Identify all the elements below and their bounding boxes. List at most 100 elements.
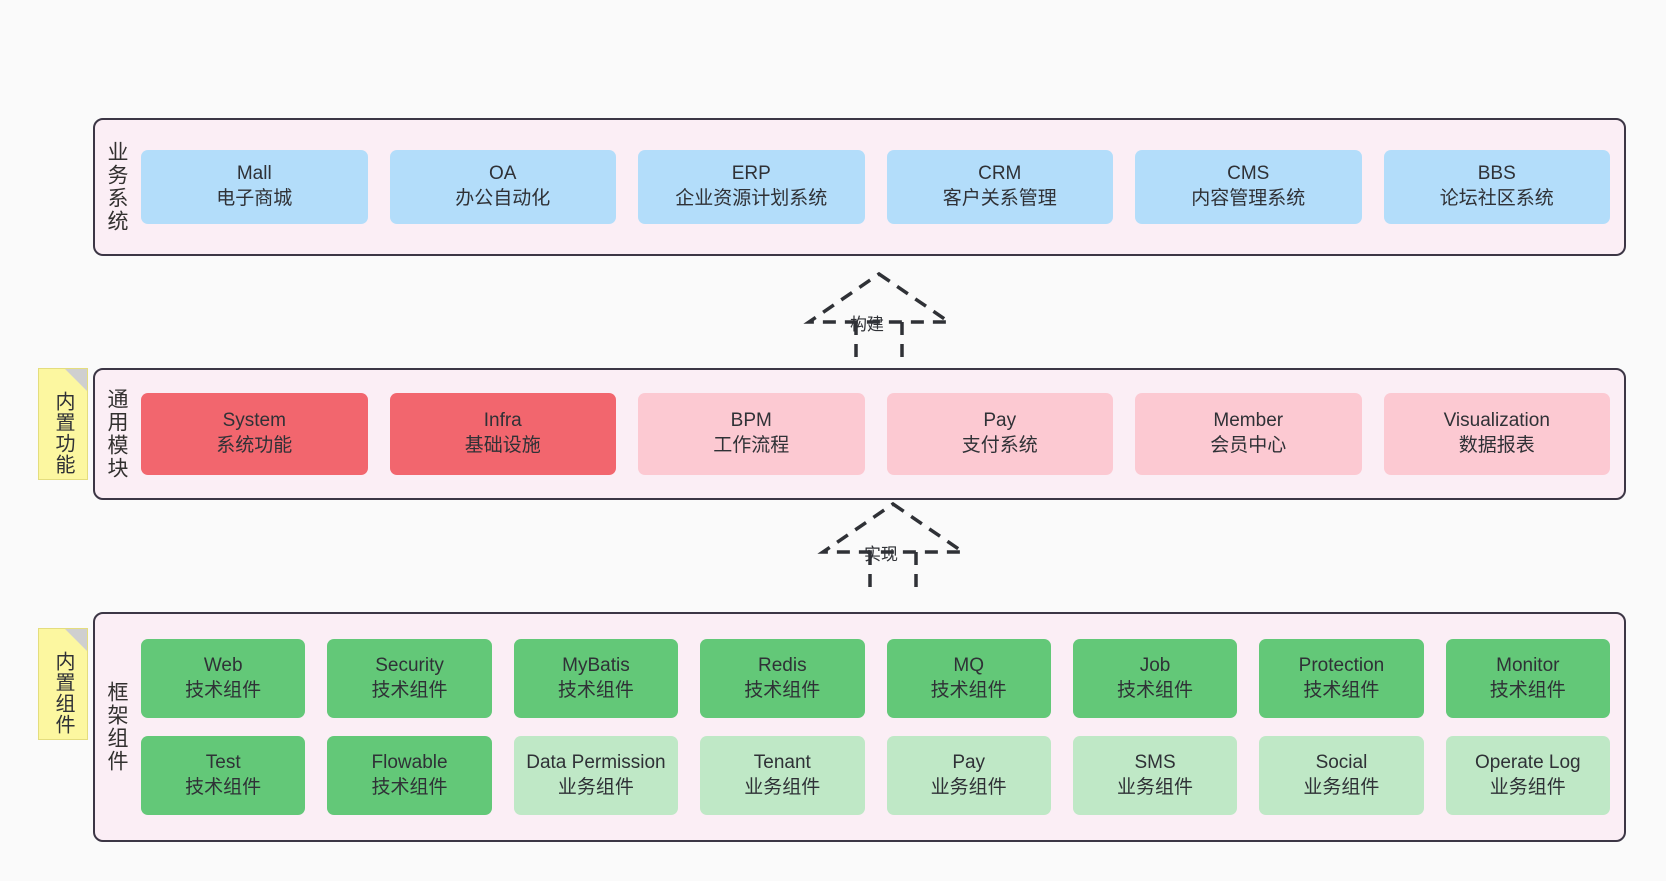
connector-build-label: 构建 [850, 315, 884, 334]
box-bpm[interactable]: BPM 工作流程 [638, 393, 865, 475]
layer-body-modules: System 系统功能 Infra 基础设施 BPM 工作流程 Pay 支付系统… [137, 370, 1624, 498]
box-protection[interactable]: Protection 技术组件 [1259, 639, 1424, 718]
box-subtitle: 客户关系管理 [942, 188, 1057, 209]
box-cms[interactable]: CMS 内容管理系统 [1135, 150, 1362, 224]
box-test[interactable]: Test 技术组件 [141, 736, 306, 815]
box-title: MQ [953, 654, 984, 676]
box-title: Data Permission [526, 751, 666, 773]
box-sms[interactable]: SMS 业务组件 [1072, 736, 1238, 815]
box-title: ERP [731, 163, 771, 185]
box-subtitle: 技术组件 [1489, 679, 1566, 701]
box-member[interactable]: Member 会员中心 [1135, 393, 1362, 475]
box-subtitle: 基础设施 [464, 435, 541, 456]
box-title: Member [1213, 410, 1284, 432]
box-subtitle: 数据报表 [1458, 435, 1535, 456]
box-security[interactable]: Security 技术组件 [327, 639, 492, 718]
layer-framework-components: 框架组件 Web 技术组件 Security 技术组件 MyBatis 技术组件… [93, 612, 1626, 842]
box-title: Redis [758, 654, 807, 676]
box-infra[interactable]: Infra 基础设施 [389, 393, 616, 475]
box-title: SMS [1134, 751, 1176, 773]
box-mybatis[interactable]: MyBatis 技术组件 [513, 639, 679, 718]
box-title: Web [203, 654, 243, 676]
implement-arrow-icon [817, 501, 969, 596]
box-operate-log[interactable]: Operate Log 业务组件 [1445, 736, 1610, 815]
box-title: Pay [952, 751, 986, 773]
box-mall[interactable]: Mall 电子商城 [141, 150, 368, 224]
box-subtitle: 业务组件 [930, 776, 1007, 798]
layer-business-systems: 业务系统 Mall 电子商城 OA 办公自动化 ERP 企业资源计划系统 CRM… [93, 118, 1626, 256]
box-pay-component[interactable]: Pay 业务组件 [886, 736, 1051, 815]
box-title: BPM [730, 410, 772, 432]
box-subtitle: 会员中心 [1210, 435, 1287, 456]
box-title: OA [489, 163, 517, 185]
box-tenant[interactable]: Tenant 业务组件 [700, 736, 865, 815]
note-text: 内置组件 [52, 651, 74, 735]
layer-title-business: 业务系统 [105, 141, 129, 233]
box-subtitle: 企业资源计划系统 [675, 188, 828, 209]
box-subtitle: 技术组件 [371, 679, 448, 701]
box-title: System [222, 410, 286, 432]
box-subtitle: 论坛社区系统 [1439, 188, 1554, 209]
box-oa[interactable]: OA 办公自动化 [389, 150, 616, 224]
box-title: Monitor [1496, 654, 1560, 676]
box-web[interactable]: Web 技术组件 [141, 639, 306, 718]
box-subtitle: 技术组件 [185, 776, 262, 798]
box-monitor[interactable]: Monitor 技术组件 [1445, 639, 1610, 718]
box-title: Visualization [1443, 410, 1550, 432]
row-modules-0: System 系统功能 Infra 基础设施 BPM 工作流程 Pay 支付系统… [141, 393, 1610, 475]
box-subtitle: 技术组件 [1117, 679, 1194, 701]
box-title: Social [1315, 751, 1368, 773]
box-title: Protection [1298, 654, 1385, 676]
row-framework-0: Web 技术组件 Security 技术组件 MyBatis 技术组件 Redi… [141, 639, 1610, 718]
box-subtitle: 业务组件 [1117, 776, 1194, 798]
layer-body-business: Mall 电子商城 OA 办公自动化 ERP 企业资源计划系统 CRM 客户关系… [137, 120, 1624, 254]
box-erp[interactable]: ERP 企业资源计划系统 [638, 150, 865, 224]
box-title: Infra [483, 410, 522, 432]
box-pay[interactable]: Pay 支付系统 [886, 393, 1113, 475]
box-title: Pay [983, 410, 1017, 432]
box-title: Flowable [371, 751, 448, 773]
build-arrow-icon [803, 271, 955, 366]
box-subtitle: 技术组件 [1303, 679, 1380, 701]
box-subtitle: 办公自动化 [455, 188, 551, 209]
connector-build: 构建 [803, 270, 955, 366]
box-data-permission[interactable]: Data Permission 业务组件 [513, 736, 679, 815]
box-subtitle: 工作流程 [713, 435, 790, 456]
box-redis[interactable]: Redis 技术组件 [700, 639, 865, 718]
box-title: MyBatis [562, 654, 630, 676]
box-job[interactable]: Job 技术组件 [1072, 639, 1238, 718]
box-flowable[interactable]: Flowable 技术组件 [327, 736, 492, 815]
box-subtitle: 系统功能 [216, 435, 293, 456]
box-visualization[interactable]: Visualization 数据报表 [1383, 393, 1610, 475]
layer-body-framework: Web 技术组件 Security 技术组件 MyBatis 技术组件 Redi… [137, 614, 1624, 840]
box-subtitle: 业务组件 [1303, 776, 1380, 798]
box-subtitle: 内容管理系统 [1191, 188, 1306, 209]
box-subtitle: 技术组件 [744, 679, 821, 701]
box-crm[interactable]: CRM 客户关系管理 [886, 150, 1113, 224]
box-title: Tenant [753, 751, 811, 773]
box-subtitle: 支付系统 [961, 435, 1038, 456]
box-subtitle: 技术组件 [557, 679, 634, 701]
connector-implement-label: 实现 [864, 545, 898, 564]
box-system[interactable]: System 系统功能 [141, 393, 368, 475]
note-text: 内置功能 [52, 391, 74, 475]
layer-title-framework: 框架组件 [105, 681, 129, 773]
box-title: CMS [1227, 163, 1270, 185]
box-title: Mall [236, 163, 272, 185]
box-subtitle: 电子商城 [216, 188, 293, 209]
note-builtin-functions: 内置功能 [38, 368, 88, 480]
box-title: Security [375, 654, 444, 676]
box-subtitle: 技术组件 [930, 679, 1007, 701]
box-subtitle: 技术组件 [371, 776, 448, 798]
box-title: Job [1139, 654, 1171, 676]
layer-title-modules: 通用模块 [105, 388, 129, 480]
layer-common-modules: 通用模块 System 系统功能 Infra 基础设施 BPM 工作流程 Pay… [93, 368, 1626, 500]
connector-implement: 实现 [817, 500, 969, 596]
box-title: CRM [978, 163, 1022, 185]
box-mq[interactable]: MQ 技术组件 [886, 639, 1051, 718]
box-title: Test [205, 751, 241, 773]
box-social[interactable]: Social 业务组件 [1259, 736, 1424, 815]
box-bbs[interactable]: BBS 论坛社区系统 [1383, 150, 1610, 224]
box-title: Operate Log [1474, 751, 1581, 773]
